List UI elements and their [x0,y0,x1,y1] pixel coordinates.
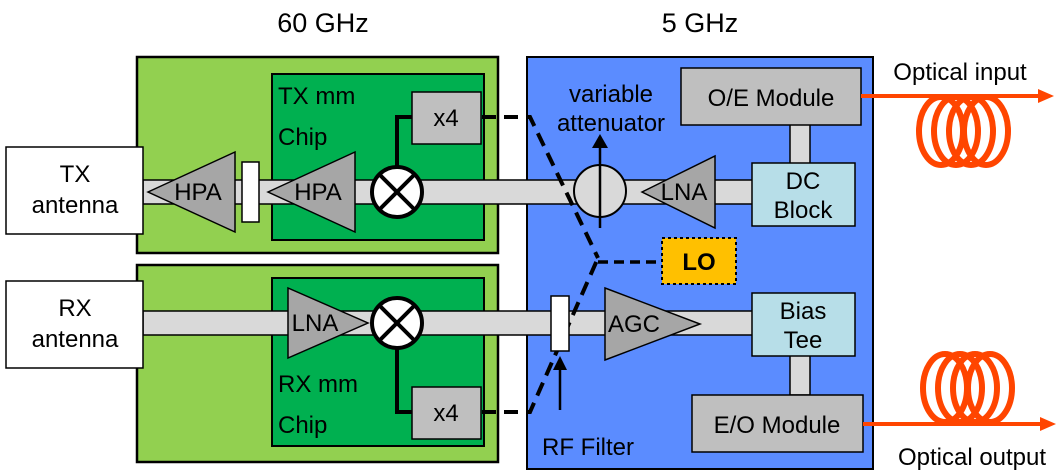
lo-dashed-line-rx [482,257,600,414]
rf-filter-label: RF Filter [542,434,634,461]
rf-filter-arrow-head [553,356,567,370]
optical-output-fiber [863,351,1056,431]
agc-label: AGC [608,311,660,338]
rx-chip-label-2: Chip [278,412,327,439]
header-60ghz: 60 GHz [277,8,369,38]
rx-antenna-line2: antenna [32,326,119,353]
lo-oscillator: LO [661,237,737,285]
variable-attenuator-label-2: attenuator [557,110,665,137]
tx-mixer [370,165,424,219]
rx-lna-label: LNA [292,310,339,337]
tx-x4-mixer-wire [395,115,412,168]
lo-label: LO [682,249,715,276]
bias-tee: Bias Tee [751,292,856,357]
tx-isolator [241,161,260,223]
dc-block-line2: Block [774,197,834,224]
tx-multiplier-label: x4 [433,105,458,132]
rx-multiplier: x4 [411,386,482,440]
rx-x4-mixer-wire [395,347,412,414]
rx-lna: LNA [287,286,370,360]
rx-mixer [370,296,424,350]
agc: AGC [604,286,703,362]
tx-antenna-line1: TX [60,161,91,188]
optical-output-label: Optical output [898,444,1046,471]
rx-antenna: RX antenna [5,280,144,369]
optical-input-fiber [861,89,1054,168]
tx-antenna-line2: antenna [32,192,119,219]
variable-attenuator-label-1: variable [569,81,653,108]
header-5ghz: 5 GHz [662,8,739,38]
bias-tee-line1: Bias [780,298,827,325]
eo-module-label: E/O Module [714,412,841,439]
eo-module: E/O Module [691,394,864,453]
lo-dashed-line-tx [482,115,600,259]
rx-chip-label-1: RX mm [278,371,358,398]
rx-multiplier-label: x4 [433,400,458,427]
tx-chip-label-2: Chip [278,124,327,151]
oe-dc-connector [789,123,811,165]
if-lna-label: LNA [661,179,708,206]
tx-hpa-inner: HPA [266,150,356,234]
if-lna: LNA [640,154,716,230]
rf-filter [550,295,570,352]
dc-block-line1: DC [786,168,821,195]
tx-hpa-outer-label: HPA [174,179,222,206]
bias-tee-line2: Tee [784,327,823,354]
rx-antenna-line1: RX [58,295,91,322]
tx-multiplier: x4 [411,91,482,145]
tx-antenna: TX antenna [5,146,144,235]
oe-module: O/E Module [680,67,862,126]
optical-input-label: Optical input [893,59,1027,86]
oe-module-label: O/E Module [708,85,835,112]
tx-hpa-inner-label: HPA [294,179,342,206]
tx-chip-label-1: TX mm [278,83,355,110]
bias-eo-connector [789,354,811,396]
tx-hpa-outer: HPA [146,150,236,234]
dc-block: DC Block [751,162,856,227]
variable-attenuator [573,134,627,228]
